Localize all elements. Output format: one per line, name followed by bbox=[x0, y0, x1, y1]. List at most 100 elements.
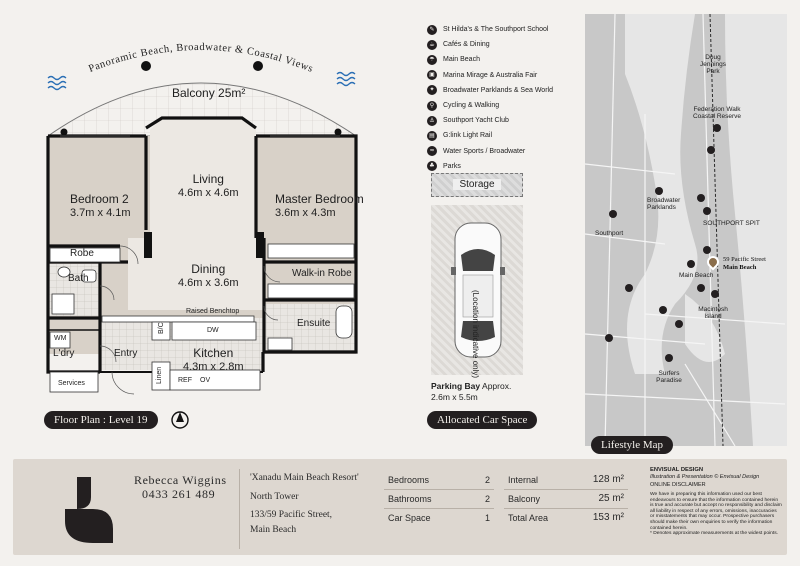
area-value: 25 m² bbox=[598, 493, 624, 504]
bath-label: Bath bbox=[68, 273, 89, 284]
footer-panel: Rebecca Wiggins 0433 261 489 'Xanadu Mai… bbox=[13, 459, 787, 555]
yacht-icon: ⚓ bbox=[427, 115, 437, 126]
disclaimer: ENVISUAL DESIGN Illustration & Presentat… bbox=[650, 467, 782, 537]
area-row: Internal 128 m² bbox=[504, 471, 628, 490]
ov-label: OV bbox=[200, 377, 211, 384]
parking-bay-bold: Parking Bay bbox=[431, 381, 481, 391]
legend-item: ⚓Southport Yacht Club bbox=[427, 113, 567, 128]
area-value: 153 m² bbox=[592, 512, 624, 523]
map-label: Surfers Paradise bbox=[656, 370, 682, 384]
legend-label: G:link Light Rail bbox=[443, 132, 493, 140]
room-name: Master Bedroom bbox=[275, 192, 364, 206]
map-label: Macintosh Island bbox=[698, 306, 728, 320]
legend-label: Cycling & Walking bbox=[443, 102, 500, 110]
floor-plan-pill: Floor Plan : Level 19 bbox=[44, 411, 158, 429]
room-kitchen: Kitchen 4.3m x 2.8m bbox=[183, 346, 244, 374]
legend-item: ☕ Cafés & Dining bbox=[427, 37, 567, 52]
legend-item: ▣ Marina Mirage & Australia Fair bbox=[427, 68, 567, 83]
balcony-size: 25m² bbox=[218, 86, 246, 100]
legend-item: ♣Parks bbox=[427, 159, 567, 174]
disclaimer-head: ONLINE DISCLAIMER bbox=[650, 482, 706, 488]
marker-line1: 59 Pacific Street bbox=[723, 256, 766, 263]
balcony-label: Balcony 25m² bbox=[172, 86, 245, 100]
room-name: Living bbox=[192, 172, 224, 186]
address-line: North Tower bbox=[250, 492, 299, 502]
car-icon bbox=[451, 222, 505, 358]
disclaimer-note: * Denotes approximate measurements at th… bbox=[650, 531, 779, 537]
linen-label: Linen bbox=[156, 366, 163, 384]
address-line: 133/59 Pacific Street, bbox=[250, 510, 333, 520]
feature-row: Bedrooms 2 bbox=[384, 471, 494, 490]
robe-label: Robe bbox=[70, 248, 94, 259]
room-dim: 4.6m x 4.6m bbox=[178, 187, 239, 199]
features-table: Bedrooms 2 Bathrooms 2 Car Space 1 bbox=[384, 471, 494, 528]
disclaimer-title: ENVISUAL DESIGN bbox=[650, 467, 704, 473]
disclaimer-sub: Illustration & Presentation © Envisual D… bbox=[650, 474, 760, 480]
ensuite-label: Ensuite bbox=[297, 318, 331, 329]
legend-item: ≈Water Sports / Broadwater bbox=[427, 144, 567, 159]
room-master-bedroom: Master Bedroom 3.6m x 4.3m bbox=[275, 192, 364, 220]
feature-label: Car Space bbox=[388, 513, 431, 523]
map-label: Broadwater Parklands bbox=[647, 197, 681, 211]
beach-icon: ☂ bbox=[427, 54, 437, 65]
map-graphic bbox=[585, 14, 787, 446]
map-label: Southport bbox=[595, 230, 624, 237]
room-dim: 4.3m x 2.8m bbox=[183, 361, 244, 373]
area-label: Balcony bbox=[508, 494, 541, 504]
feature-value: 2 bbox=[484, 475, 490, 485]
address-line: Main Beach bbox=[250, 525, 297, 535]
balcony bbox=[46, 82, 358, 137]
room-name: Dining bbox=[191, 262, 226, 276]
room-dim: 3.6m x 4.3m bbox=[275, 207, 336, 219]
divider bbox=[239, 469, 240, 549]
feature-label: Bathrooms bbox=[388, 494, 432, 504]
legend-label: Parks bbox=[443, 162, 461, 170]
walkin-robe-label: Walk-in Robe bbox=[292, 268, 352, 279]
area-row: Total Area 153 m² bbox=[504, 509, 628, 528]
services-label: Services bbox=[58, 380, 85, 387]
dw-label: DW bbox=[207, 327, 219, 334]
room-living: Living 4.6m x 4.6m bbox=[178, 172, 239, 200]
disclaimer-body: We have in preparing this information us… bbox=[650, 492, 782, 531]
balcony-name: Balcony bbox=[172, 86, 215, 100]
parking-bay-dim: 2.6m x 5.5m bbox=[431, 392, 478, 402]
storage-label: Storage bbox=[453, 179, 501, 190]
legend-label: Cafés & Dining bbox=[443, 41, 490, 49]
feature-label: Bedrooms bbox=[388, 475, 430, 485]
theme-park-icon: ✦ bbox=[427, 85, 437, 96]
raised-benchtop-label: Raised Benchtop bbox=[186, 308, 240, 315]
north-arrow-icon bbox=[171, 411, 189, 429]
wave-icon bbox=[47, 75, 67, 91]
storage-box: Storage bbox=[431, 173, 523, 197]
feature-value: 1 bbox=[484, 513, 490, 523]
arc-title: Panoramic Beach, Broadwater & Coastal Vi… bbox=[87, 42, 315, 75]
room-dining: Dining 4.6m x 3.6m bbox=[178, 262, 239, 290]
ref-label: REF bbox=[178, 377, 192, 384]
parking-bay-text: Parking Bay Approx. 2.6m x 5.5m bbox=[431, 381, 511, 403]
map-label: Federation Walk Coastal Reserve bbox=[692, 106, 742, 120]
area-table: Internal 128 m² Balcony 25 m² Total Area… bbox=[504, 471, 628, 528]
legend-item: ▤ G:link Light Rail bbox=[427, 128, 567, 143]
map-label: Doug Jennings Park bbox=[699, 54, 727, 75]
area-label: Total Area bbox=[508, 513, 549, 523]
cafe-icon: ☕ bbox=[427, 39, 437, 50]
agent-name: Rebecca Wiggins bbox=[134, 473, 227, 487]
feature-value: 2 bbox=[484, 494, 490, 504]
area-value: 128 m² bbox=[592, 474, 624, 485]
legend-label: Marina Mirage & Australia Fair bbox=[443, 71, 538, 79]
feature-row: Car Space 1 bbox=[384, 509, 494, 528]
light-rail-icon: ▤ bbox=[427, 130, 437, 141]
legend-label: Water Sports / Broadwater bbox=[443, 147, 526, 155]
location-note: (Location indicative only) bbox=[471, 290, 480, 379]
legend-item: ✎St Hilda's & The Southport School bbox=[427, 22, 567, 37]
map-label: Main Beach bbox=[679, 272, 714, 279]
legend-item: ✦Broadwater Parklands & Sea World bbox=[427, 83, 567, 98]
area-label: Internal bbox=[508, 475, 539, 485]
wm-label: WM bbox=[54, 335, 67, 342]
shopping-icon: ▣ bbox=[427, 70, 437, 81]
legend-item: ☂Main Beach bbox=[427, 52, 567, 67]
agent-phone: 0433 261 489 bbox=[142, 487, 216, 501]
room-dim: 3.7m x 4.1m bbox=[70, 207, 131, 219]
amenities-legend: ✎St Hilda's & The Southport School ☕ Cafés… bbox=[427, 22, 567, 174]
cycling-icon: ⚲ bbox=[427, 100, 437, 111]
